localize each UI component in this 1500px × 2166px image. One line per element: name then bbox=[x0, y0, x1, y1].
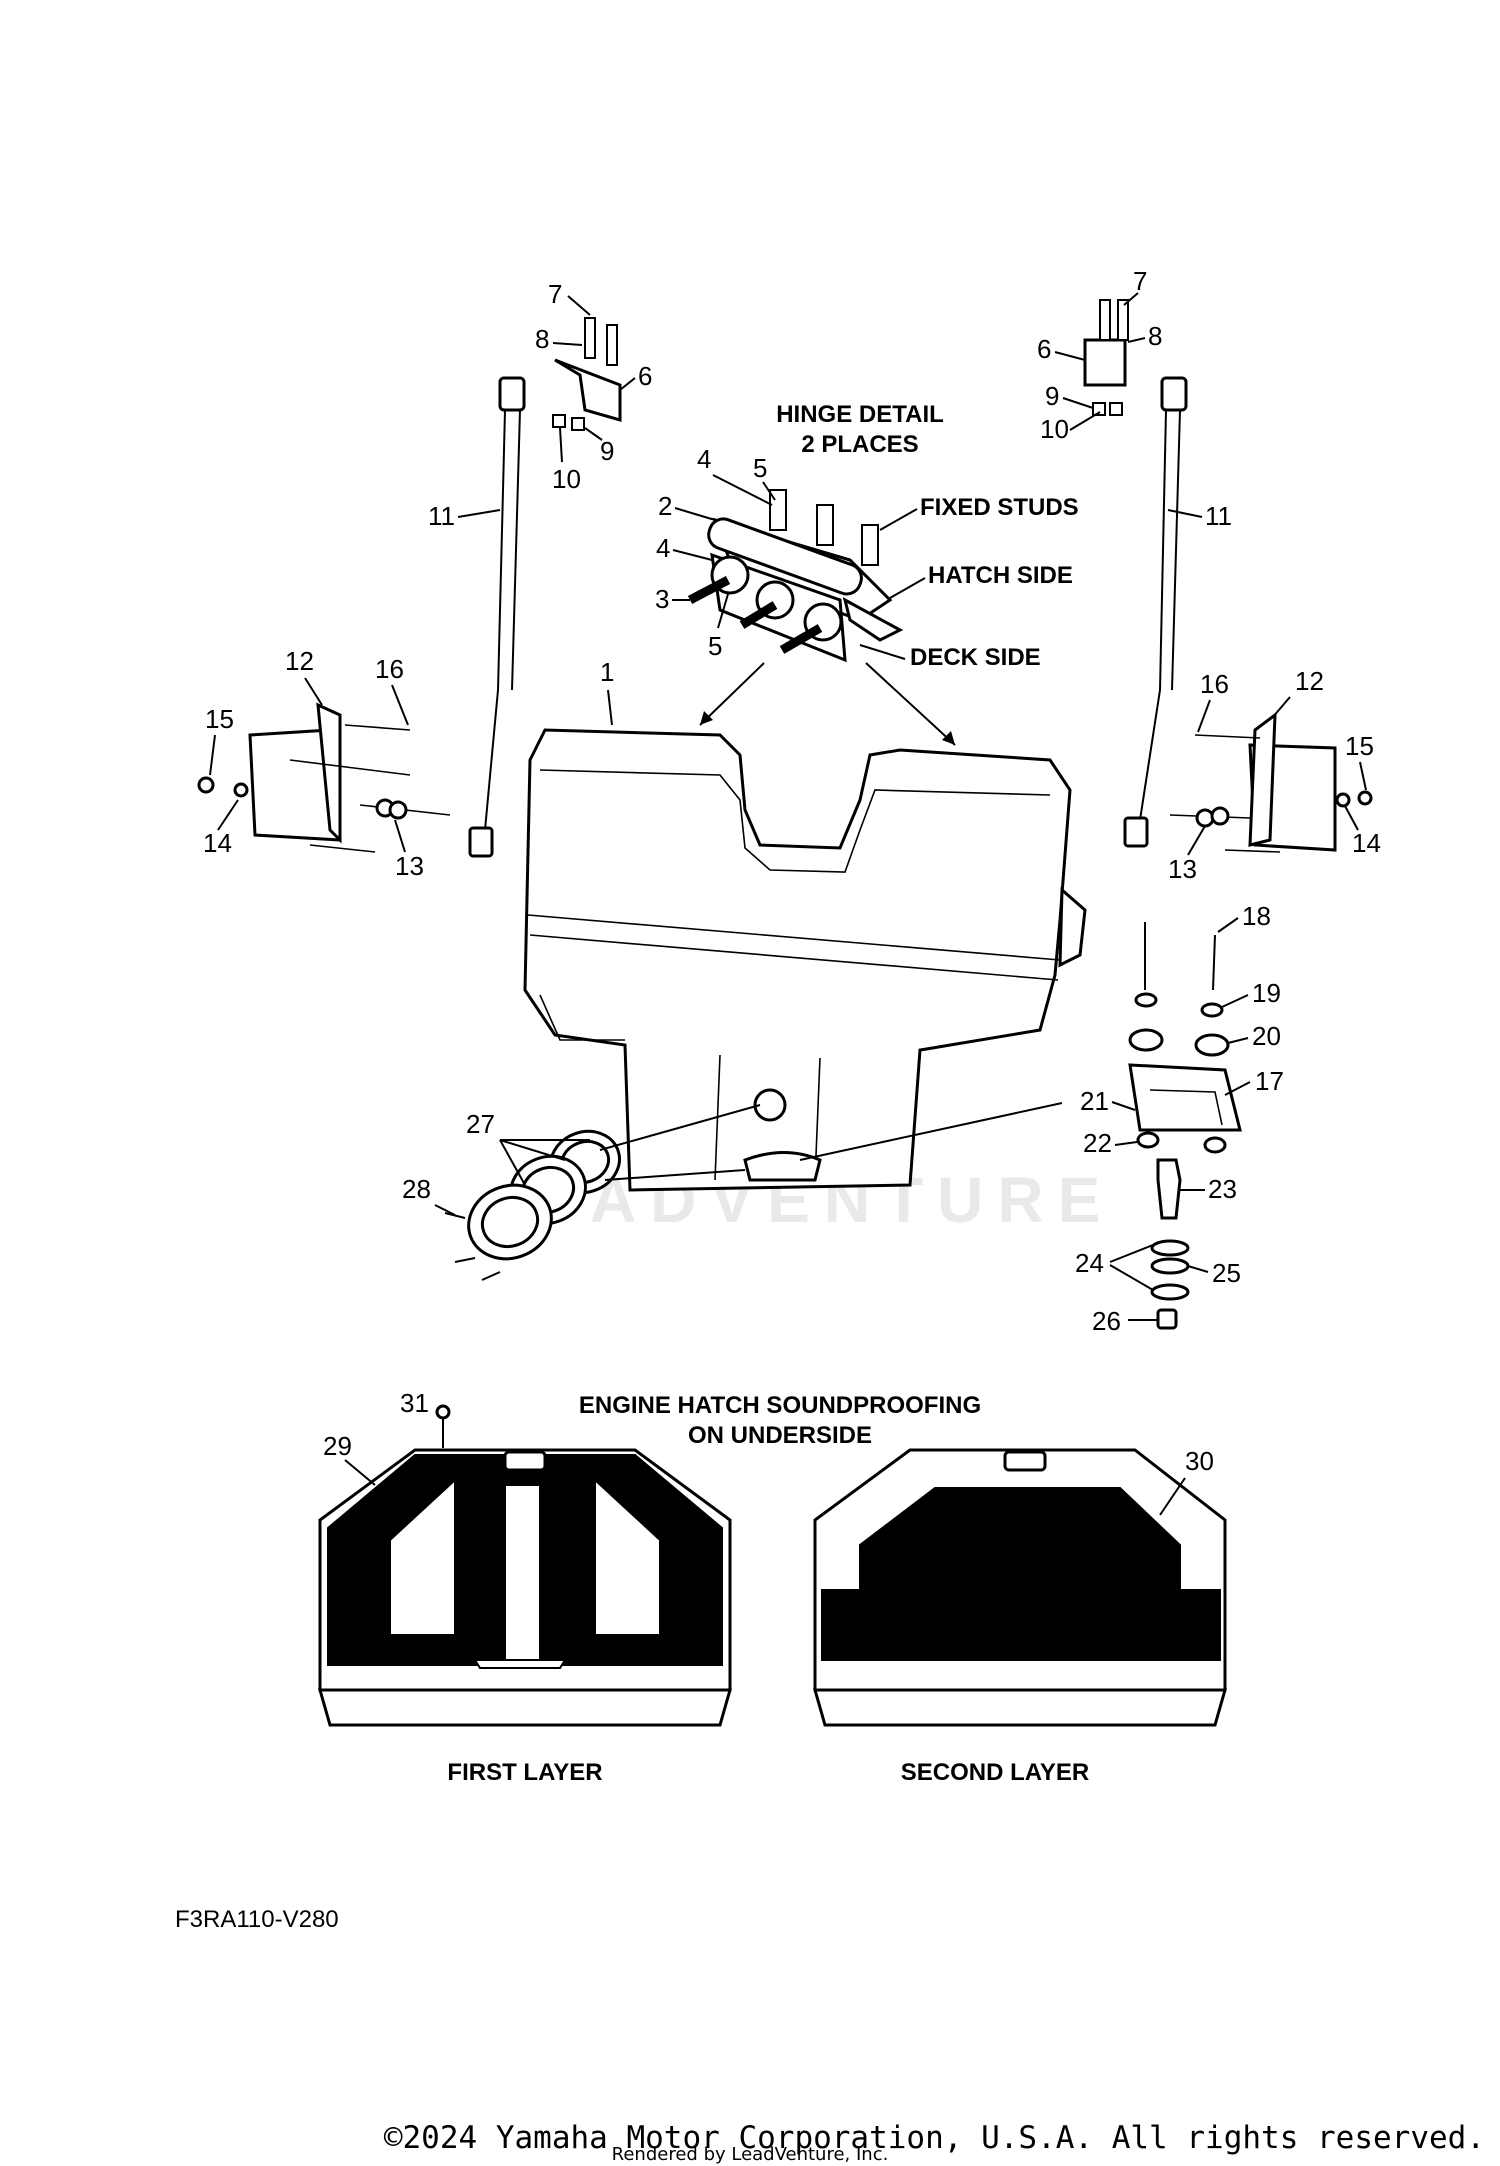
soundproofing-title: ENGINE HATCH SOUNDPROOFING bbox=[579, 1392, 981, 1419]
callouts: 1 2 3 4 4 5 5 7 8 6 9 10 11 7 8 6 9 10 bbox=[203, 266, 1381, 1476]
callout-16-left: 16 bbox=[375, 654, 404, 684]
callout-24: 24 bbox=[1075, 1248, 1104, 1278]
callout-13-right: 13 bbox=[1168, 854, 1197, 884]
callout-31: 31 bbox=[400, 1388, 429, 1418]
callout-8-right: 8 bbox=[1148, 321, 1162, 351]
callout-17: 17 bbox=[1255, 1066, 1284, 1096]
callout-9-left: 9 bbox=[600, 436, 614, 466]
engine-hatch bbox=[523, 728, 1087, 1192]
left-strut-assembly bbox=[197, 317, 622, 858]
callout-19: 19 bbox=[1252, 978, 1281, 1008]
callout-5b: 5 bbox=[708, 631, 722, 661]
callout-26: 26 bbox=[1092, 1306, 1121, 1336]
hatch-side-label: HATCH SIDE bbox=[928, 562, 1073, 589]
callout-7-right: 7 bbox=[1133, 266, 1147, 296]
fixed-studs-label: FIXED STUDS bbox=[920, 494, 1079, 521]
callout-2: 2 bbox=[658, 491, 672, 521]
callout-15-left: 15 bbox=[205, 704, 234, 734]
callout-12-left: 12 bbox=[285, 646, 314, 676]
callout-22: 22 bbox=[1083, 1128, 1112, 1158]
callout-29: 29 bbox=[323, 1431, 352, 1461]
callout-9-right: 9 bbox=[1045, 381, 1059, 411]
callout-11-left: 11 bbox=[428, 501, 455, 531]
callout-18: 18 bbox=[1242, 901, 1271, 931]
callout-6-right: 6 bbox=[1037, 334, 1051, 364]
callout-16-right: 16 bbox=[1200, 669, 1229, 699]
callout-21: 21 bbox=[1080, 1086, 1109, 1116]
callout-15-right: 15 bbox=[1345, 731, 1374, 761]
rendered-by-notice: Rendered by LeadVenture, Inc. bbox=[612, 2144, 889, 2165]
callout-4: 4 bbox=[697, 444, 711, 474]
second-layer-panel bbox=[813, 1448, 1227, 1727]
callout-8-left: 8 bbox=[535, 324, 549, 354]
vent-assembly bbox=[444, 1104, 761, 1281]
hinge-detail-title: HINGE DETAIL bbox=[776, 401, 944, 428]
callout-27: 27 bbox=[466, 1109, 495, 1139]
callout-12-right: 12 bbox=[1295, 666, 1324, 696]
callout-7-left: 7 bbox=[548, 279, 562, 309]
callout-6-left: 6 bbox=[638, 361, 652, 391]
soundproofing-detail: ENGINE HATCH SOUNDPROOFING ON UNDERSIDE … bbox=[318, 1392, 1227, 1786]
soundproofing-subtitle: ON UNDERSIDE bbox=[688, 1422, 872, 1449]
hatch-mount-assembly bbox=[1128, 922, 1242, 1330]
first-layer-label: FIRST LAYER bbox=[447, 1759, 602, 1786]
callout-10-left: 10 bbox=[552, 464, 581, 494]
callout-1: 1 bbox=[600, 657, 614, 687]
hinge-detail: HINGE DETAIL 2 PLACES FIXED STUDS HATCH … bbox=[687, 401, 1079, 746]
callout-3: 3 bbox=[655, 584, 669, 614]
callout-10-right: 10 bbox=[1040, 414, 1069, 444]
callout-20: 20 bbox=[1252, 1021, 1281, 1051]
callout-11-right: 11 bbox=[1205, 501, 1232, 531]
first-layer-panel bbox=[318, 1448, 732, 1727]
callout-30: 30 bbox=[1185, 1446, 1214, 1476]
callout-4b: 4 bbox=[656, 533, 670, 563]
copyright-notice: ©2024 Yamaha Motor Corporation, U.S.A. A… bbox=[384, 2120, 1485, 2156]
callout-13-left: 13 bbox=[395, 851, 424, 881]
hinge-detail-subtitle: 2 PLACES bbox=[801, 431, 918, 458]
callout-25: 25 bbox=[1212, 1258, 1241, 1288]
diagram-code: F3RA110-V280 bbox=[175, 1906, 339, 1933]
callout-14-left: 14 bbox=[203, 828, 232, 858]
callout-23: 23 bbox=[1208, 1174, 1237, 1204]
second-layer-label: SECOND LAYER bbox=[901, 1759, 1089, 1786]
deck-side-label: DECK SIDE bbox=[910, 644, 1041, 671]
right-strut-assembly bbox=[1083, 299, 1373, 853]
callout-5: 5 bbox=[753, 453, 767, 483]
callout-28: 28 bbox=[402, 1174, 431, 1204]
callout-14-right: 14 bbox=[1352, 828, 1381, 858]
